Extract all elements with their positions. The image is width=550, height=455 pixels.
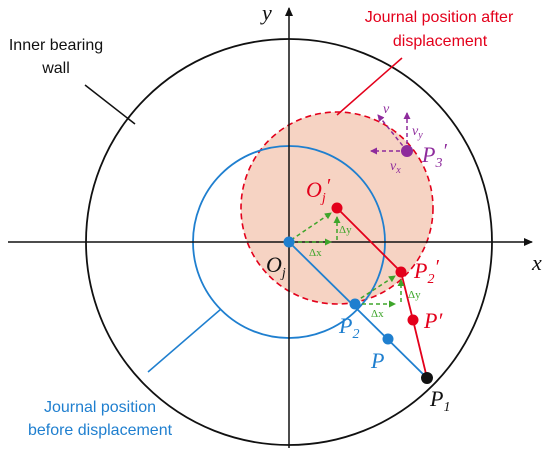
label-dy-center: Δy bbox=[339, 224, 352, 236]
point-p2 bbox=[349, 298, 361, 310]
label-p2prime: P2′ bbox=[413, 256, 439, 287]
label-v: v bbox=[383, 102, 390, 117]
callout-after-line1: Journal position after bbox=[365, 9, 514, 26]
line-ojprime-p1 bbox=[336, 207, 428, 379]
label-oj: Oj bbox=[266, 252, 286, 281]
point-ojprime bbox=[331, 202, 343, 214]
point-p1 bbox=[421, 372, 433, 384]
v-arrow bbox=[377, 114, 408, 152]
displacement-arrow-center bbox=[290, 212, 332, 241]
point-oj bbox=[283, 236, 295, 248]
displacement-arrow-p2 bbox=[354, 275, 396, 303]
label-ojprime: Oj′ bbox=[306, 175, 331, 206]
point-p2prime bbox=[395, 266, 407, 278]
label-dx-center: Δx bbox=[309, 247, 322, 259]
label-p: P bbox=[370, 348, 384, 373]
line-oj-p1 bbox=[288, 241, 428, 379]
label-dy-p2: Δy bbox=[408, 289, 421, 301]
label-vx: vx bbox=[390, 159, 401, 176]
callout-before-line1: Journal position bbox=[44, 399, 156, 416]
after-displacement-leader bbox=[336, 57, 403, 116]
label-vy: vy bbox=[412, 124, 423, 141]
callout-after-line2: displacement bbox=[393, 33, 488, 50]
callout-inner-wall-line1: Inner bearing bbox=[9, 37, 103, 54]
point-pprime bbox=[407, 314, 419, 326]
y-axis-label: y bbox=[260, 0, 272, 25]
before-displacement-leader bbox=[147, 308, 222, 373]
label-p1: P1 bbox=[429, 386, 450, 415]
label-dx-p2: Δx bbox=[371, 308, 384, 320]
point-p3prime bbox=[401, 145, 413, 157]
point-p bbox=[382, 333, 394, 345]
callout-before-line2: before displacement bbox=[28, 422, 173, 439]
label-p3prime: P3′ bbox=[421, 140, 447, 171]
callout-inner-wall-line2: wall bbox=[41, 60, 70, 77]
label-pprime: P′ bbox=[423, 308, 443, 333]
label-p2: P2 bbox=[338, 313, 359, 342]
x-axis-label: x bbox=[531, 250, 542, 275]
inner-wall-leader bbox=[84, 84, 136, 125]
